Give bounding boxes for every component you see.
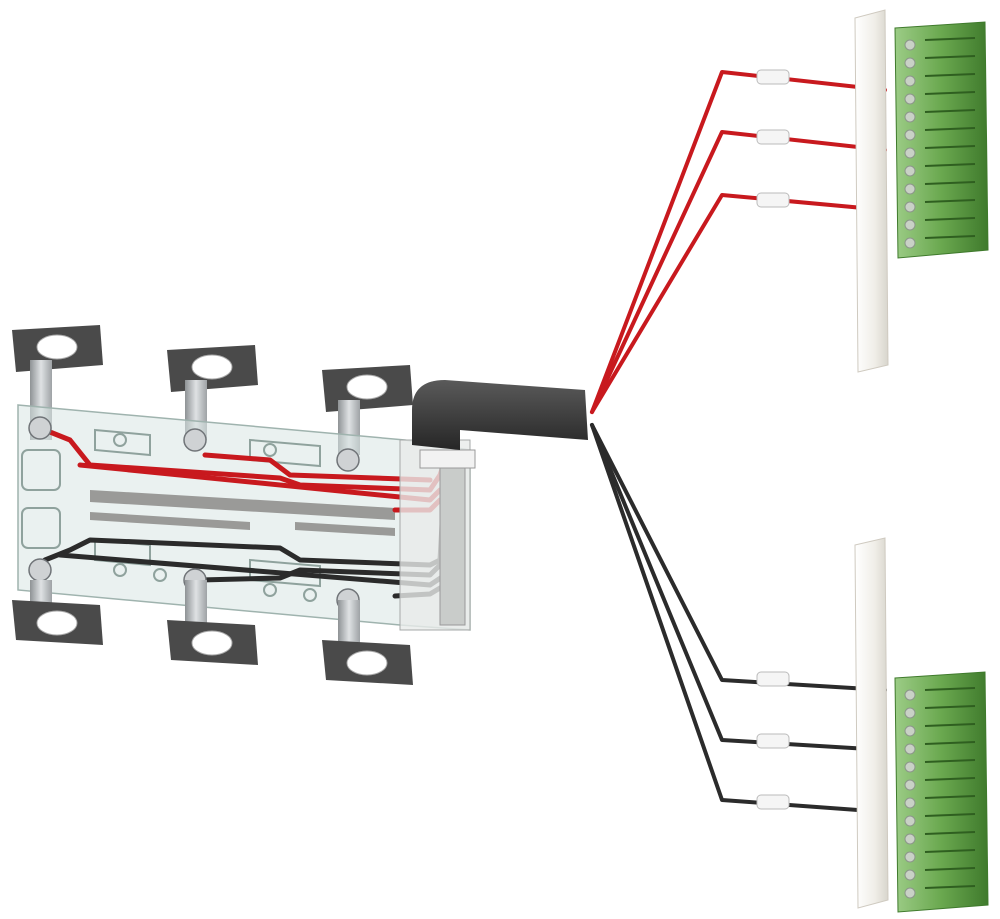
upper-holder-rail xyxy=(854,9,889,373)
red-wire-ferrules xyxy=(756,69,790,208)
lower-terminal-assembly xyxy=(854,537,989,913)
lower-terminal-block xyxy=(894,671,989,913)
bottom-mounting-lugs xyxy=(12,580,413,685)
red-wires xyxy=(590,70,887,414)
upper-terminal-assembly xyxy=(854,9,989,373)
mounting-lug xyxy=(322,600,413,685)
mounting-lug xyxy=(167,580,258,665)
black-wires xyxy=(590,423,887,814)
mounting-lug xyxy=(322,365,413,455)
busbar-strips xyxy=(90,490,395,536)
busbar-assembly xyxy=(12,325,476,685)
lower-holder-rail xyxy=(854,537,889,909)
cable-sheath xyxy=(412,380,588,450)
upper-terminal-block xyxy=(894,21,989,259)
black-wire-ferrules xyxy=(756,671,790,810)
mounting-lug xyxy=(12,580,103,645)
cable-clamp-block xyxy=(399,439,476,631)
